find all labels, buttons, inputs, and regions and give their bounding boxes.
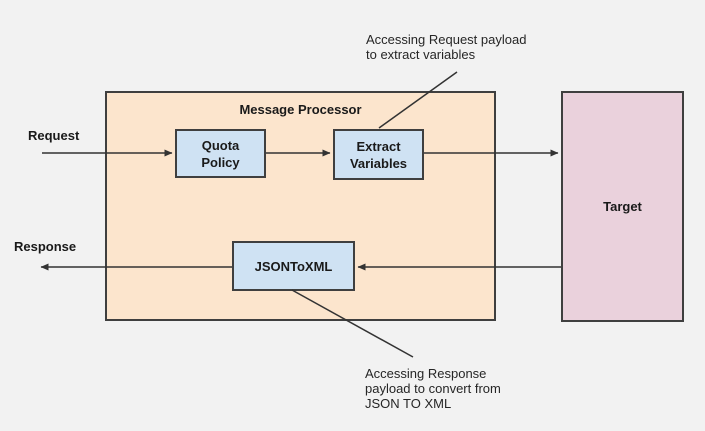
extract-variables-node: Extract Variables — [333, 129, 424, 180]
response-payload-annotation: Accessing Response payload to convert fr… — [365, 366, 501, 411]
message-processor-title: Message Processor — [239, 102, 362, 117]
response-label: Response — [14, 239, 77, 254]
json-to-xml-node: JSONToXML — [232, 241, 355, 291]
request-label: Request — [28, 128, 80, 143]
quota-policy-node: Quota Policy — [175, 129, 266, 178]
request-payload-annotation: Accessing Request payload to extract var… — [366, 32, 527, 62]
target-label: Target — [603, 199, 642, 214]
target-box: Target — [561, 91, 684, 322]
